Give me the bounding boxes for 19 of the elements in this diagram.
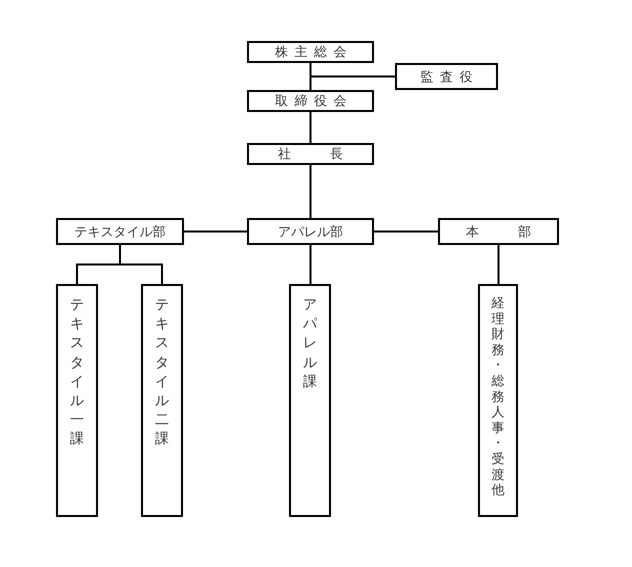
- department-box: アパレル部: [247, 218, 374, 245]
- connector-line: [310, 112, 312, 143]
- connector-line: [498, 245, 500, 284]
- title-box: 取締役会: [247, 90, 374, 112]
- section-box: 経理財務・総務人事・受渡他: [478, 284, 518, 517]
- title-box: 社長: [247, 143, 374, 165]
- department-box: 本部: [438, 218, 559, 245]
- department-box: テキスタイル部: [56, 218, 184, 245]
- connector-line: [310, 63, 395, 78]
- connector-line: [119, 245, 163, 284]
- connector-line: [310, 245, 312, 284]
- title-box: 監査役: [395, 63, 498, 90]
- section-box: アパレル課: [289, 284, 331, 517]
- title-box: 株主総会: [247, 41, 374, 63]
- section-box: テキスタイル一課: [56, 284, 98, 517]
- connector-line: [310, 165, 312, 218]
- section-box: テキスタイル二課: [141, 284, 183, 517]
- connector-line: [374, 230, 438, 232]
- connector-line: [184, 230, 247, 232]
